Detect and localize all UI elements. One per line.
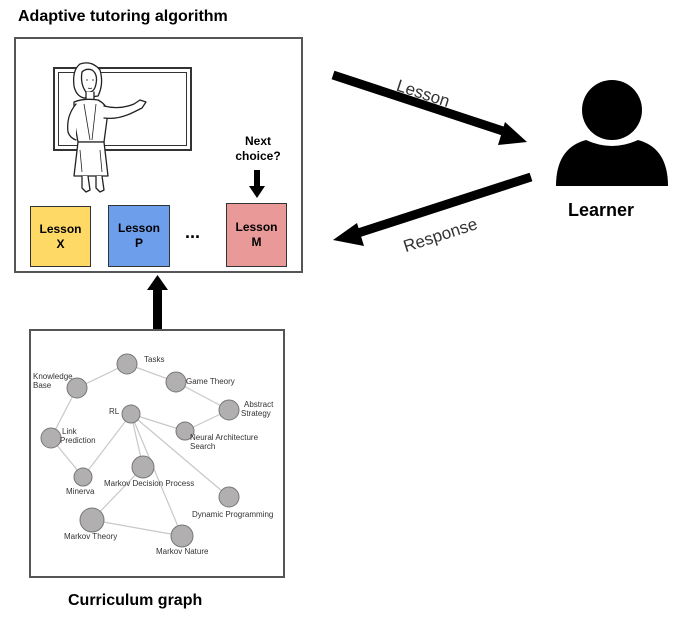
node-label-dynamic-programming: Dynamic Programming — [192, 510, 273, 519]
node-link-prediction — [40, 427, 62, 449]
node-markov-nature — [170, 524, 194, 548]
lesson-arrowhead — [498, 122, 527, 145]
response-arrowhead — [333, 223, 364, 246]
lesson-m-box: Lesson M — [226, 203, 287, 267]
node-knowledge-base — [66, 377, 88, 399]
node-mdp — [131, 455, 155, 479]
node-label-rl: RL — [109, 407, 120, 416]
algorithm-title: Adaptive tutoring algorithm — [18, 8, 228, 25]
node-label-mdp: Markov Decision Process — [104, 479, 194, 488]
node-abstract-strategy — [218, 399, 240, 421]
next-choice-label: Next choice? — [228, 134, 288, 164]
node-nas — [175, 421, 195, 441]
lesson-x-box: Lesson X — [30, 206, 91, 267]
next-choice-line2: choice? — [235, 149, 281, 163]
lesson-p-box: Lesson P — [108, 205, 170, 267]
curriculum-graph-box — [29, 329, 285, 578]
lesson-p-line2: P — [134, 236, 143, 250]
lesson-ellipsis: ... — [185, 222, 201, 242]
blackboard-frame — [58, 72, 187, 146]
lesson-m-line2: M — [251, 235, 262, 249]
node-minerva — [73, 467, 93, 487]
node-label-minerva: Minerva — [66, 487, 95, 496]
node-rl — [121, 404, 141, 424]
learner-label: Learner — [568, 200, 635, 220]
node-label-markov-nature: Markov Nature — [156, 547, 209, 556]
node-label-tasks: Tasks — [144, 355, 164, 364]
lesson-m-line1: Lesson — [235, 220, 278, 234]
lesson-x-line2: X — [56, 236, 65, 251]
node-markov-theory — [79, 507, 105, 533]
node-dynamic-programming — [218, 486, 240, 508]
lesson-x-line1: Lesson — [39, 221, 82, 236]
node-tasks — [116, 353, 138, 375]
next-choice-line1: Next — [244, 134, 271, 148]
node-label-markov-theory: Markov Theory — [64, 532, 117, 541]
node-game-theory — [165, 371, 187, 393]
node-label-game-theory: Game Theory — [186, 377, 235, 386]
lesson-p-line1: Lesson — [117, 221, 160, 235]
curriculum-graph-caption: Curriculum graph — [68, 592, 203, 609]
